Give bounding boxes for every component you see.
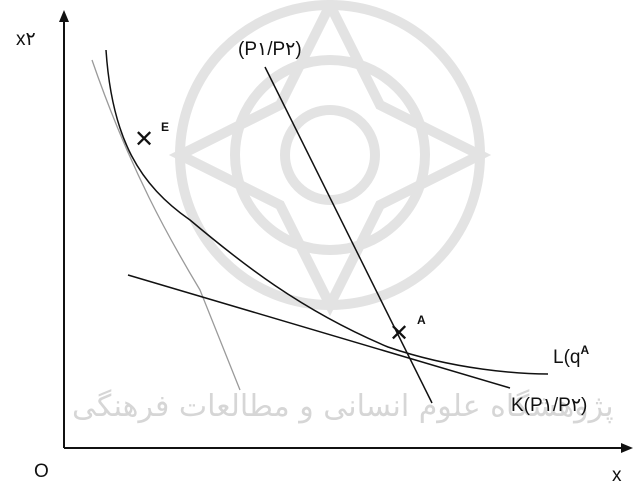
x-axis-label: x xyxy=(612,465,622,486)
indifference-curve-label-text: L(q xyxy=(553,347,581,368)
point-e-label: E xyxy=(161,120,170,134)
watermark-text: پژوهشگاه علوم انسانی و مطالعات فرهنگی xyxy=(72,389,614,424)
y-axis-arrow xyxy=(59,10,69,22)
flat-line-label: K(P۱/P۲) xyxy=(511,395,588,416)
point-e-marker: ✕ xyxy=(134,126,155,153)
origin-label: O xyxy=(34,461,49,482)
indifference-curve xyxy=(105,49,549,375)
indifference-curve-label: L(qA xyxy=(553,344,589,368)
indifference-curve-label-sup: A xyxy=(580,343,590,357)
y-axis-label: x۲ xyxy=(16,29,36,50)
point-a-label: A xyxy=(417,313,426,327)
tangent-line-e xyxy=(91,59,241,391)
point-a-marker: ✕ xyxy=(389,320,410,347)
x-axis-arrow xyxy=(621,443,633,453)
flat-price-line xyxy=(127,274,511,389)
steep-price-line xyxy=(264,66,433,404)
axes xyxy=(59,10,633,453)
watermark-rosette xyxy=(168,0,492,317)
steep-line-label: (P۱/P۲) xyxy=(238,39,302,60)
